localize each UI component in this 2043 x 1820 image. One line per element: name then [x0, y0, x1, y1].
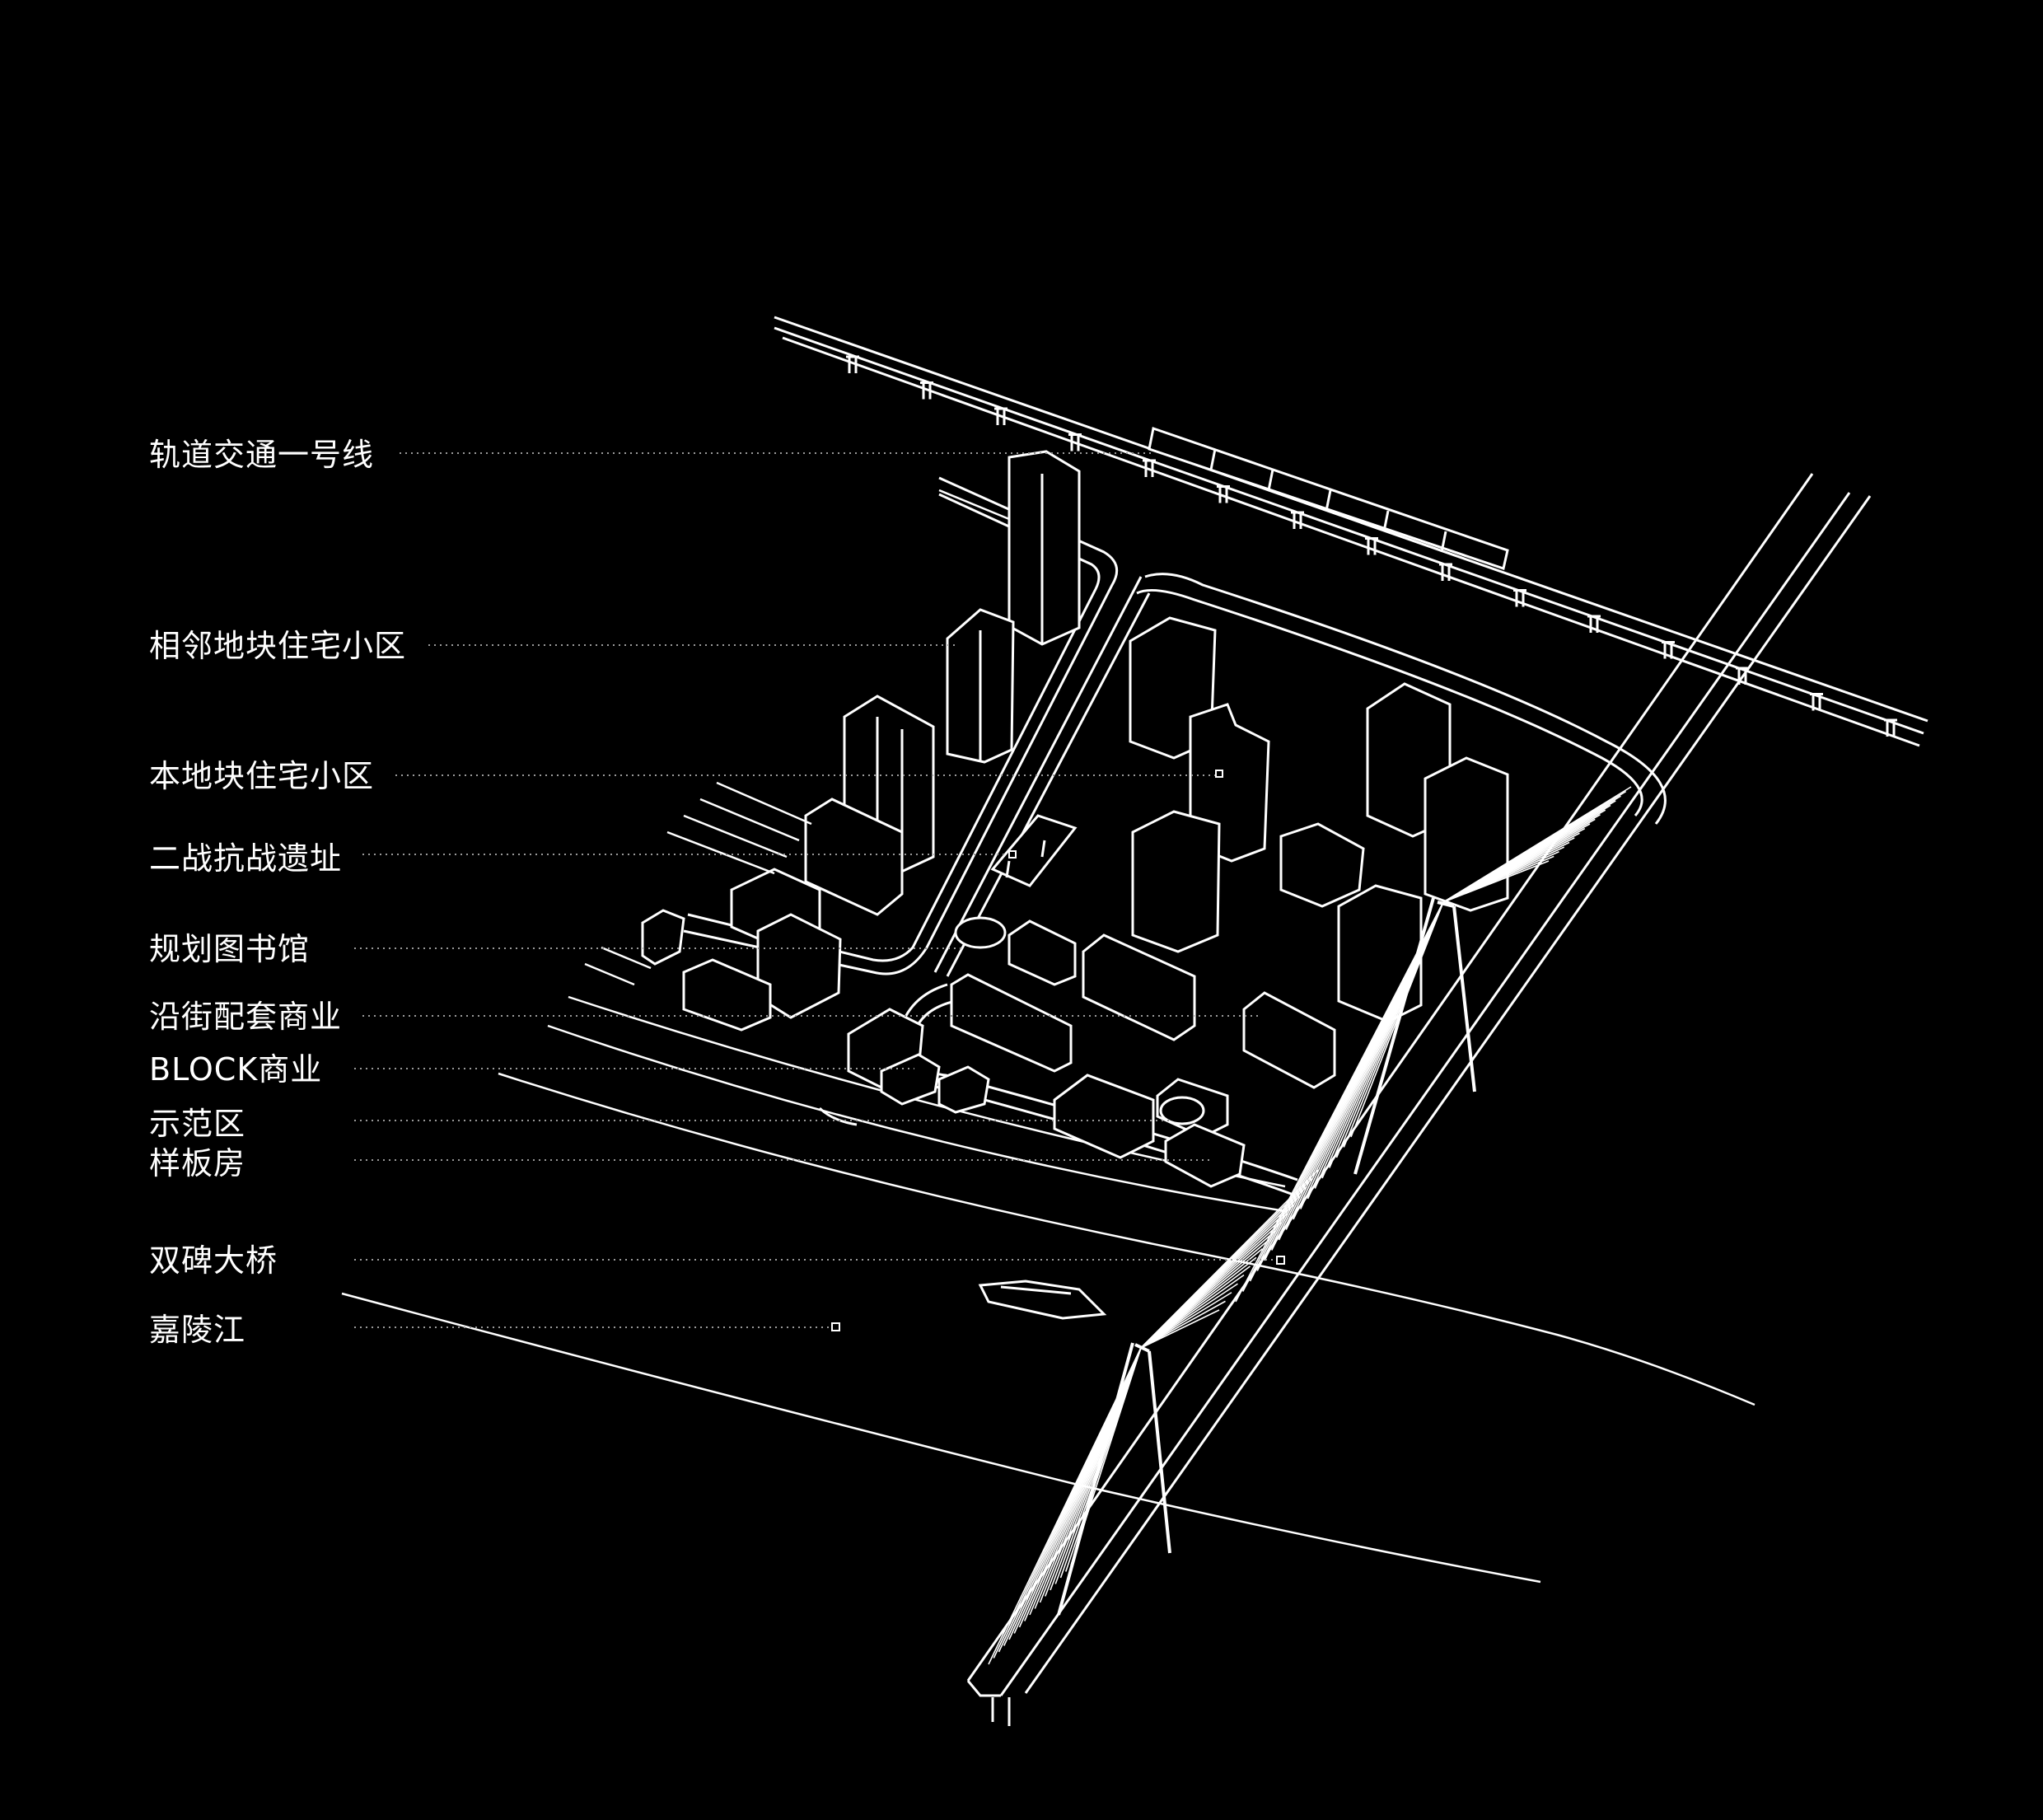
metro-pillar — [1662, 641, 1675, 659]
metro-pillar — [1143, 459, 1156, 477]
metro-pillar — [1217, 485, 1230, 503]
metro-pillar — [1439, 563, 1452, 581]
metro-pillar — [1587, 615, 1601, 633]
metro-pillar — [1365, 537, 1378, 555]
leader-lines — [354, 452, 1277, 1328]
metro-pillar — [994, 407, 1007, 425]
bridge-tower-north — [1353, 897, 1476, 1175]
metro-train — [1148, 427, 1509, 570]
stay-cable-south-upper — [1140, 1309, 1220, 1349]
metro-pillar — [1810, 693, 1823, 711]
metro-pillar — [1513, 589, 1526, 607]
label-demo-area: 示范区 — [149, 1106, 246, 1142]
label-planned-library: 规划图书馆 — [149, 931, 311, 967]
demo-area-buildings — [1053, 1074, 1246, 1188]
bridge-deck — [966, 473, 1872, 1726]
metro-pillar — [1884, 718, 1897, 737]
site-residential-towers — [1129, 616, 1509, 1023]
river-bank-upper — [498, 1072, 1755, 1406]
left-rail-lines — [584, 489, 1010, 986]
bridge-stay-cables — [988, 786, 1632, 1665]
riverside-road-1 — [547, 1024, 1286, 1213]
west-block-buildings — [641, 868, 842, 1032]
metro-pillar — [920, 381, 933, 400]
stay-cable-south-upper — [1140, 1300, 1226, 1349]
adjacent-residential-towers — [804, 450, 1081, 916]
bridge-towers — [1057, 897, 1476, 1616]
wwii-site-structure — [990, 814, 1078, 887]
label-site-residential: 本地块住宅小区 — [149, 758, 375, 794]
leader-end-markers — [831, 770, 1285, 1331]
label-wwii-site: 二战抗战遗址 — [149, 840, 343, 877]
metro-pillar — [1068, 433, 1082, 451]
label-street-commercial: 沿街配套商业 — [149, 999, 343, 1035]
metro-pillars — [846, 355, 1897, 737]
stay-cable-north-upper — [1442, 786, 1632, 903]
label-shuangbei-bridge: 双碑大桥 — [149, 1242, 278, 1279]
metro-pillar — [846, 355, 859, 373]
label-show-flat: 样板房 — [149, 1145, 246, 1181]
label-adjacent-residential: 相邻地块住宅小区 — [149, 628, 407, 664]
label-jialing-river: 嘉陵江 — [149, 1312, 246, 1348]
label-metro-line-1: 轨道交通一号线 — [149, 437, 375, 473]
boat — [978, 1280, 1107, 1320]
bridge-tower-south — [1057, 1342, 1171, 1616]
label-block-commercial: BLOCK商业 — [149, 1051, 323, 1088]
river-bank-lower — [341, 1292, 1541, 1584]
stay-cable-south-upper — [1140, 1169, 1319, 1349]
metro-pillar — [1291, 511, 1304, 529]
street-commercial-blocks — [847, 916, 1336, 1114]
